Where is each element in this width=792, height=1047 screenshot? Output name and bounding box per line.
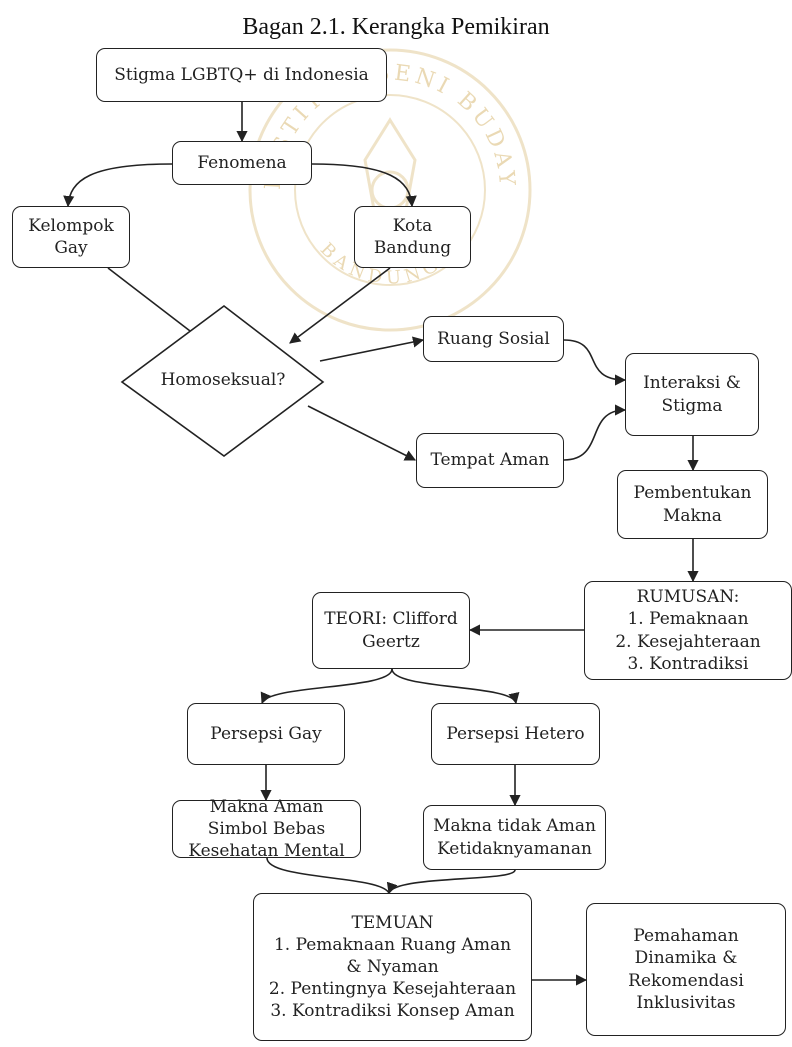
- node-persepsi-hetero: Persepsi Hetero: [431, 703, 600, 765]
- node-kota-bandung: Kota Bandung: [354, 206, 471, 268]
- node-makna-tidak-aman: Makna tidak Aman Ketidaknyamanan: [423, 805, 606, 870]
- node-ruang-sosial: Ruang Sosial: [423, 316, 564, 362]
- arrow-makna-temuan-right: [386, 869, 516, 895]
- node-fenomena: Fenomena: [172, 141, 312, 185]
- arrow-ruang-interaksi: [563, 339, 627, 386]
- arrow-makna-temuan-left: [266, 857, 390, 894]
- node-temuan: TEMUAN 1. Pemaknaan Ruang Aman & Nyaman …: [253, 893, 532, 1041]
- arrow-tempat-interaksi: [563, 404, 627, 461]
- arrow-teori-persepsi-gay: [260, 668, 393, 705]
- arrow-fenomena-kelompok: [63, 163, 173, 208]
- node-stigma: Stigma LGBTQ+ di Indonesia: [96, 48, 387, 102]
- arrow-homo-ruang: [319, 336, 425, 362]
- node-pemahaman: Pemahaman Dinamika & Rekomendasi Inklusi…: [586, 903, 786, 1036]
- node-rumusan: RUMUSAN: 1. Pemaknaan 2. Kesejahteraan 3…: [584, 581, 792, 680]
- arrow-teori-persepsi-hetero: [391, 668, 520, 705]
- node-interaksi-stigma: Interaksi & Stigma: [625, 353, 759, 436]
- node-teori: TEORI: Clifford Geertz: [312, 592, 470, 669]
- decision-diamond: [120, 304, 325, 457]
- diagram-title: Bagan 2.1. Kerangka Pemikiran: [242, 14, 550, 40]
- node-persepsi-gay: Persepsi Gay: [187, 703, 345, 765]
- node-kelompok-gay: Kelompok Gay: [12, 206, 130, 268]
- arrow-kota-homo: [289, 267, 391, 344]
- node-pembentukan-makna: Pembentukan Makna: [617, 470, 768, 539]
- arrow-homo-tempat: [307, 405, 416, 461]
- decision-homoseksual: Homoseksual?: [160, 370, 286, 390]
- arrow-fenomena-kota: [311, 163, 417, 208]
- node-tempat-aman: Tempat Aman: [416, 433, 564, 488]
- node-makna-aman: Makna Aman Simbol Bebas Kesehatan Mental: [172, 797, 361, 861]
